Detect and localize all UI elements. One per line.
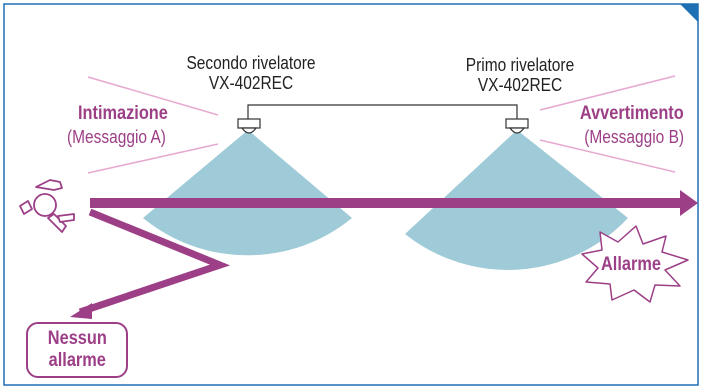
second-detector-label: Secondo rivelatore VX-402REC: [178, 53, 324, 94]
left-zone-subtitle: (Messaggio A): [67, 127, 166, 147]
corner-tab: [680, 4, 698, 22]
detector-wire: [247, 104, 518, 120]
no-alarm-line1: Nessun: [47, 328, 107, 350]
right-zone-rays: [539, 75, 676, 173]
right-zone-subtitle: (Messaggio B): [584, 127, 684, 147]
right-zone-title: Avvertimento: [580, 103, 684, 124]
no-alarm-arrow: [70, 208, 231, 319]
detector-icon: [505, 118, 529, 134]
no-alarm-box: Nessun allarme: [26, 322, 128, 378]
path-arrow: [90, 190, 698, 216]
person-icon: [19, 179, 75, 233]
first-detector-name: Primo rivelatore: [465, 55, 575, 75]
first-detector-model: VX-402REC: [477, 74, 563, 95]
alarm-label: Allarme: [601, 254, 661, 275]
detector-icon: [237, 118, 261, 134]
alarm-burst-icon: [581, 225, 689, 303]
first-detector-label: Primo rivelatore VX-402REC: [464, 55, 576, 96]
no-alarm-line2: allarme: [48, 350, 106, 371]
second-detector-name: Secondo rivelatore: [186, 53, 316, 73]
second-detector-beam: [143, 130, 352, 256]
left-zone-rays: [87, 76, 219, 174]
left-zone-title: Intimazione: [78, 103, 168, 124]
second-detector-model: VX-402REC: [208, 72, 294, 93]
